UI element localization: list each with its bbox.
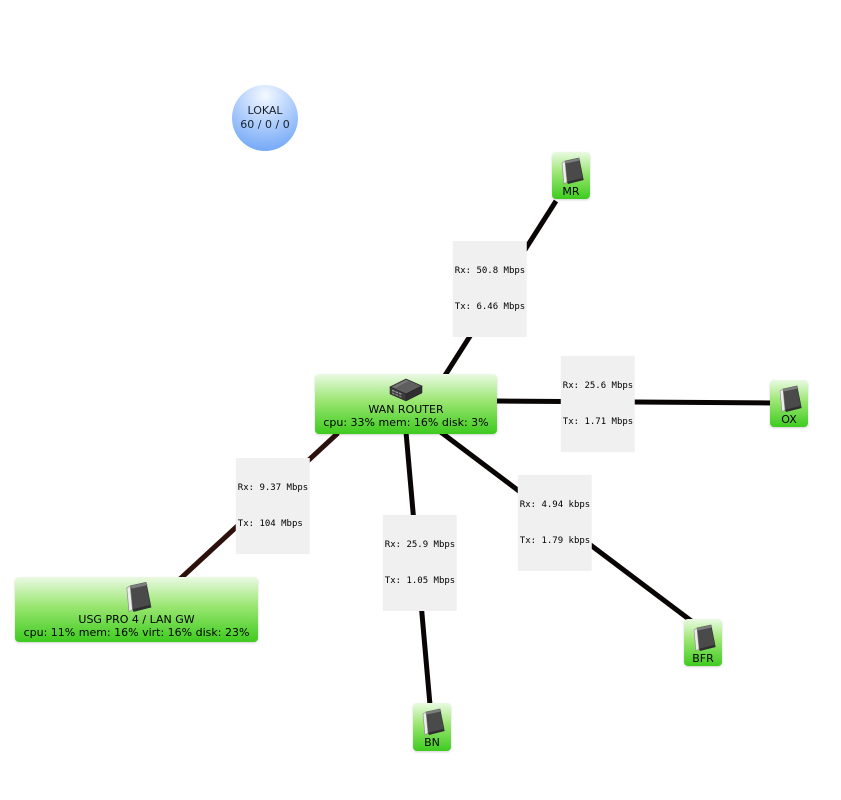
link-tx-wan-mr: Tx: 6.46 Mbps <box>454 302 526 312</box>
cloud-node-lokal[interactable]: LOKAL 60 / 0 / 0 <box>232 85 298 151</box>
switch-icon <box>779 385 802 413</box>
link-rx-wan-mr: Rx: 50.8 Mbps <box>454 266 526 276</box>
switch-icon <box>561 157 584 185</box>
cloud-label: LOKAL <box>247 104 283 117</box>
node-wan-router[interactable]: WAN ROUTER cpu: 33% mem: 16% disk: 3% <box>315 374 497 434</box>
node-label-mr: MR <box>562 185 580 198</box>
link-label-wan-bfr[interactable]: Rx: 4.94 kbps Tx: 1.79 kbps <box>517 475 593 571</box>
link-label-wan-usg[interactable]: Rx: 9.37 Mbps Tx: 104 Mbps <box>235 458 311 554</box>
link-rx-wan-bn: Rx: 25.9 Mbps <box>384 540 456 550</box>
node-stats-wan-router: cpu: 33% mem: 16% disk: 3% <box>323 416 489 429</box>
node-label-usg-pro4: USG PRO 4 / LAN GW <box>78 613 195 626</box>
link-label-wan-bn[interactable]: Rx: 25.9 Mbps Tx: 1.05 Mbps <box>382 515 458 611</box>
switch-icon <box>693 624 716 652</box>
node-mr[interactable]: MR <box>552 152 590 199</box>
node-bfr[interactable]: BFR <box>684 619 722 666</box>
node-label-wan-router: WAN ROUTER <box>368 403 444 416</box>
node-stats-usg-pro4: cpu: 11% mem: 16% virt: 16% disk: 23% <box>23 626 250 639</box>
switch-icon <box>422 708 445 736</box>
node-usg-pro4[interactable]: USG PRO 4 / LAN GW cpu: 11% mem: 16% vir… <box>15 577 258 642</box>
link-label-wan-ox[interactable]: Rx: 25.6 Mbps Tx: 1.71 Mbps <box>560 356 636 452</box>
link-tx-wan-usg: Tx: 104 Mbps <box>237 519 303 529</box>
router-icon <box>389 378 423 402</box>
switch-icon <box>125 581 152 613</box>
node-label-ox: OX <box>781 413 797 426</box>
link-tx-wan-bfr: Tx: 1.79 kbps <box>519 536 591 546</box>
cloud-stats: 60 / 0 / 0 <box>240 118 290 131</box>
link-rx-wan-ox: Rx: 25.6 Mbps <box>562 381 634 391</box>
link-tx-wan-ox: Tx: 1.71 Mbps <box>562 417 634 427</box>
node-label-bfr: BFR <box>692 652 714 665</box>
node-bn[interactable]: BN <box>413 703 451 751</box>
link-rx-wan-usg: Rx: 9.37 Mbps <box>237 483 309 493</box>
link-tx-wan-bn: Tx: 1.05 Mbps <box>384 576 456 586</box>
node-ox[interactable]: OX <box>770 380 808 427</box>
link-rx-wan-bfr: Rx: 4.94 kbps <box>519 500 591 510</box>
node-label-bn: BN <box>424 736 440 749</box>
link-label-wan-mr[interactable]: Rx: 50.8 Mbps Tx: 6.46 Mbps <box>452 241 528 337</box>
